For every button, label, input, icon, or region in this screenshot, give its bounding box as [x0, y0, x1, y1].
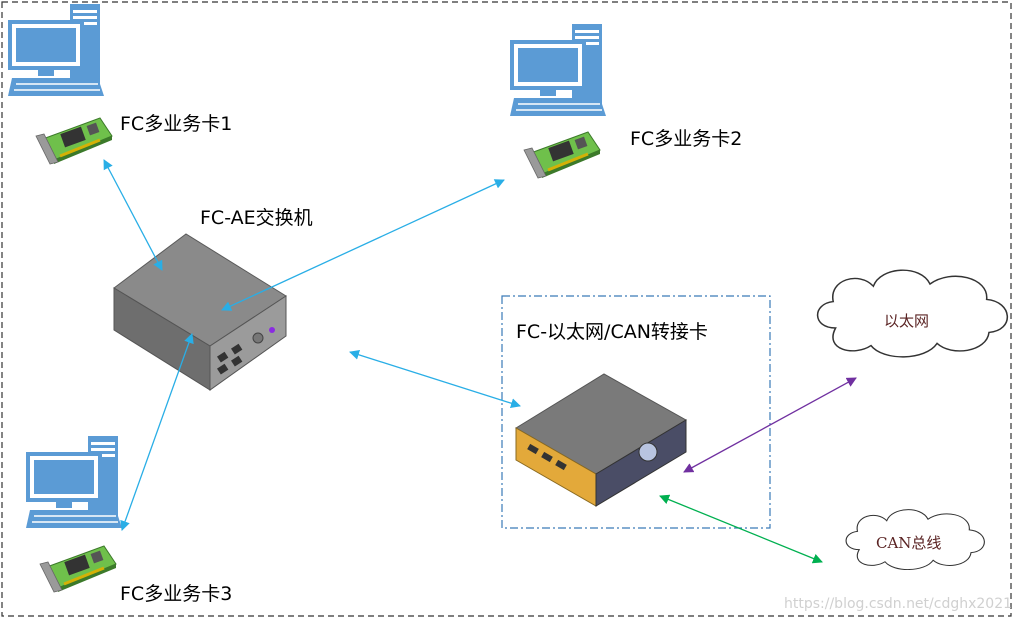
link-adapter-can — [659, 494, 823, 564]
adapter-box-icon — [515, 373, 687, 507]
label-ethernet: 以太网 — [884, 312, 929, 330]
computer-icon-3 — [25, 435, 123, 529]
computer-icon-2 — [509, 23, 607, 117]
network-card-icon-2 — [522, 130, 602, 180]
watermark: https://blog.csdn.net/cdghx2021 — [784, 596, 1012, 612]
network-card-icon-3 — [38, 544, 118, 594]
computer-icon-1 — [7, 3, 105, 97]
switch-box-icon — [113, 233, 287, 391]
label-card1: FC多业务卡1 — [120, 113, 232, 135]
network-card-icon-1 — [34, 116, 114, 166]
link-adapter-ethernet — [683, 377, 857, 473]
link-card3-switch — [120, 333, 194, 531]
link-card1-switch — [103, 159, 163, 271]
link-switch-adapter — [349, 349, 521, 409]
link-switch-card2 — [221, 179, 505, 311]
label-can-bus: CAN总线 — [876, 534, 941, 552]
label-switch: FC-AE交换机 — [200, 207, 313, 229]
label-adapter: FC-以太网/CAN转接卡 — [516, 321, 708, 343]
label-card3: FC多业务卡3 — [120, 583, 232, 605]
label-card2: FC多业务卡2 — [630, 128, 742, 150]
